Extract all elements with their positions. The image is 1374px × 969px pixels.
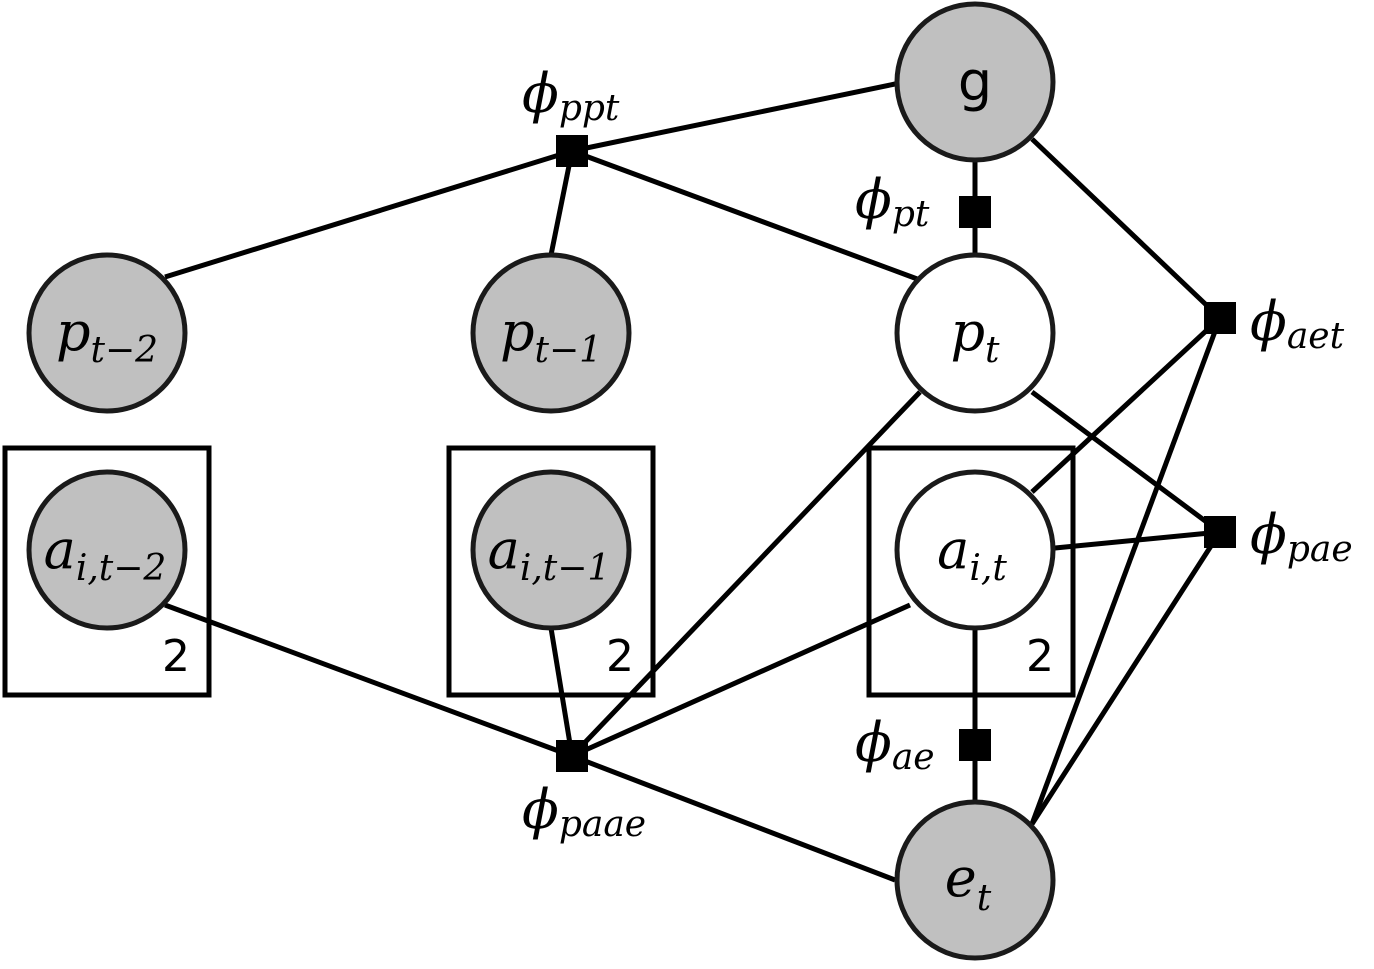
factor-pae-label: ϕpae xyxy=(1250,503,1353,570)
edge-at1-paae xyxy=(548,627,575,757)
node-p-t-minus-1[interactable] xyxy=(470,252,632,414)
edge-g-ppt xyxy=(571,81,896,154)
edge-pt-ppt xyxy=(571,148,921,283)
factor-ppt[interactable] xyxy=(556,135,588,167)
edge-at-paae xyxy=(570,602,912,759)
edge-et-aet xyxy=(1029,317,1223,825)
node-a-t[interactable] xyxy=(894,469,1056,631)
edge-pt-pae xyxy=(1030,389,1222,535)
edge-pt1-ppt xyxy=(548,150,575,256)
factor-pt-label: ϕpt xyxy=(855,168,930,235)
node-p-t-minus-2-label: pt−2 xyxy=(56,300,158,371)
plate-a-t-minus-1 xyxy=(446,445,656,698)
factor-pae[interactable] xyxy=(1204,516,1236,548)
node-p-t-label: pt xyxy=(950,300,1000,371)
plates: 2 2 2 xyxy=(2,445,1076,698)
edge-pt2-ppt xyxy=(164,148,573,280)
edge-at2-paae xyxy=(164,602,573,759)
node-e-t-label: et xyxy=(945,846,992,919)
plate-a-t xyxy=(866,445,1076,698)
factor-ae-label: ϕae xyxy=(855,711,935,778)
factor-ae[interactable] xyxy=(959,729,991,761)
node-a-t-minus-2[interactable] xyxy=(26,469,188,631)
factors: ϕppt ϕpt ϕaet ϕpae ϕpaae ϕae xyxy=(522,62,1353,845)
edge-et-paae xyxy=(571,753,896,883)
node-e-t[interactable] xyxy=(894,799,1056,961)
node-p-t-minus-2[interactable] xyxy=(26,252,188,414)
node-a-t-minus-2-label: ai,t−2 xyxy=(44,518,167,589)
plate-count-a-t: 2 xyxy=(1026,631,1054,682)
node-a-t-minus-1[interactable] xyxy=(470,469,632,631)
node-p-t[interactable] xyxy=(894,252,1056,414)
plate-a-t-minus-2 xyxy=(2,445,212,698)
factor-aet-label: ϕaet xyxy=(1250,290,1345,357)
node-a-t-minus-1-label: ai,t−1 xyxy=(488,518,611,589)
node-p-t-minus-1-label: pt−1 xyxy=(500,300,602,371)
node-g[interactable] xyxy=(894,1,1056,163)
edge-at-pae xyxy=(1054,529,1221,551)
factor-paae-label: ϕpaae xyxy=(522,778,646,845)
factor-pt[interactable] xyxy=(959,196,991,228)
node-g-label: g xyxy=(958,50,992,113)
plate-count-a-t-minus-2: 2 xyxy=(162,631,190,682)
node-a-t-label: ai,t xyxy=(937,518,1007,589)
edge-g-aet xyxy=(1030,137,1222,320)
factor-paae[interactable] xyxy=(556,740,588,772)
edges xyxy=(164,81,1223,883)
edge-at-aet xyxy=(1030,316,1222,494)
factor-aet[interactable] xyxy=(1204,302,1236,334)
factor-ppt-label: ϕppt xyxy=(522,62,620,129)
edge-et-pae xyxy=(1029,530,1223,826)
nodes: g pt−2 pt−1 pt ai,t−2 ai,t−1 ai,t et xyxy=(26,1,1056,961)
plate-count-a-t-minus-1: 2 xyxy=(606,631,634,682)
